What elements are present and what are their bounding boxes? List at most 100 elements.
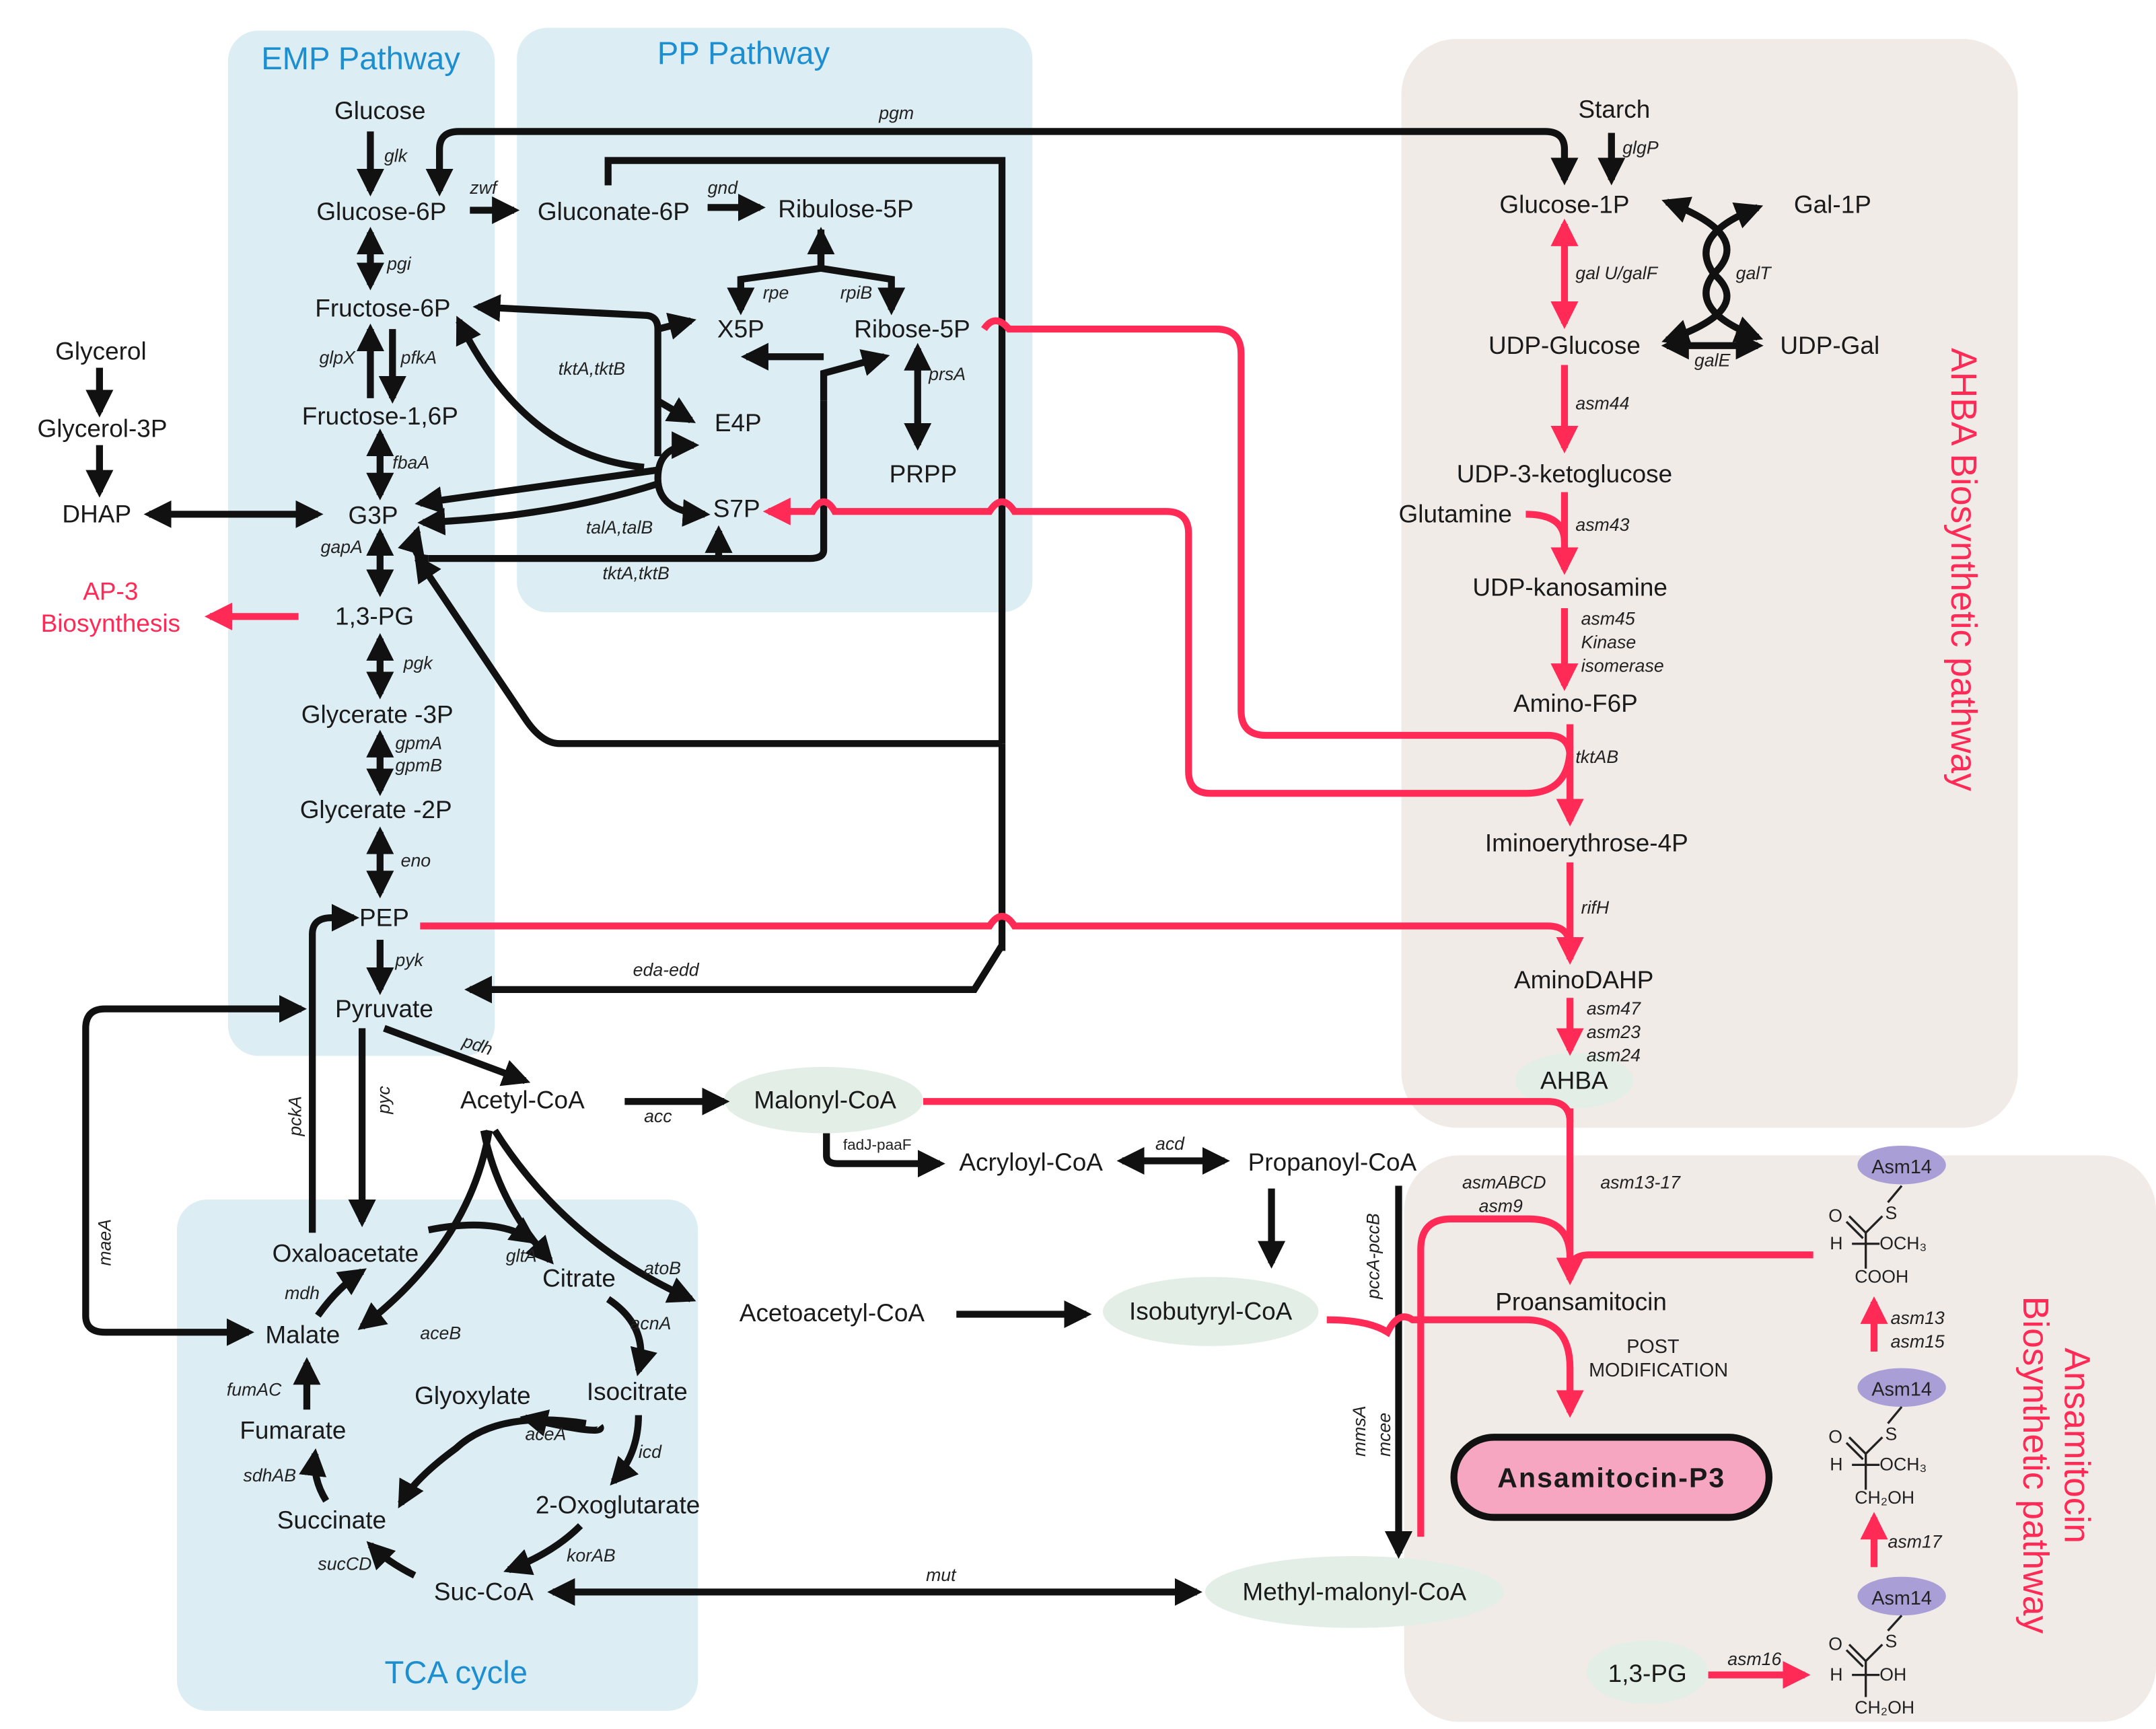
enz-galu: gal U/galF [1575, 263, 1658, 283]
edge-pgm [425, 128, 1579, 196]
edge-tal-s7p [654, 478, 711, 527]
enz-asm16: asm16 [1727, 1649, 1781, 1669]
enz-acc: acc [644, 1106, 672, 1126]
edge-acea-glyox [519, 1409, 604, 1437]
edge-ribose-red [981, 317, 1574, 758]
node-dhap: DHAP [62, 501, 131, 528]
enz-pyc: pyc [373, 1086, 394, 1115]
enz-asm24: asm24 [1587, 1045, 1641, 1066]
enz-pgi: pgi [386, 254, 412, 274]
edge-methylmalonyl-red [1417, 1215, 1574, 1537]
node-pyruvate: Pyruvate [335, 995, 433, 1023]
node-ahba: AHBA [1540, 1067, 1608, 1095]
asm14-label-3: Asm14 [1871, 1588, 1931, 1609]
node-ribulose5p: Ribulose-5P [778, 195, 913, 223]
enz-asm15: asm15 [1891, 1331, 1945, 1352]
node-glycerol3p: Glycerol-3P [37, 414, 167, 442]
struct3-oh: OH [1879, 1664, 1906, 1685]
structure-1 [1845, 1185, 1903, 1269]
edge-oxalo-citrate [427, 1217, 538, 1245]
enz-mut: mut [926, 1565, 957, 1585]
malonylcoa-pill [724, 1066, 923, 1134]
enz-gpmb: gpmB [395, 755, 442, 775]
enz-atob: atoB [644, 1258, 681, 1278]
node-gluconate6p: Gluconate-6P [538, 198, 690, 225]
node-citrate: Citrate [542, 1264, 616, 1292]
enz-pgk: pgk [403, 653, 434, 673]
edge-tkt-g3p-a [415, 466, 659, 514]
panels [176, 28, 2156, 1722]
node-succinate: Succinate [277, 1506, 386, 1534]
edge-tal-e4p [654, 431, 700, 479]
node-succoa: Suc-CoA [434, 1578, 534, 1606]
struct3-bonds [1845, 1615, 1903, 1697]
enz-mdh: mdh [285, 1283, 320, 1303]
enz-acna: acnA [631, 1313, 672, 1333]
node-aminof6p: Amino-F6P [1513, 690, 1638, 717]
edge-ribose-tkt2b [820, 349, 890, 401]
pp-title: PP Pathway [657, 36, 830, 71]
node-post-1: POST [1626, 1336, 1679, 1358]
node-iminoerythrose: Iminoerythrose-4P [1485, 829, 1688, 856]
edge-isocitrate-oxoglut [610, 1415, 643, 1486]
metabolite-pills [724, 1053, 1946, 1704]
node-acryloylcoa: Acryloyl-CoA [959, 1148, 1103, 1176]
enz-glpx: glpX [319, 347, 356, 367]
node-fructose6p: Fructose-6P [315, 295, 450, 322]
enz-asm9: asm9 [1479, 1196, 1523, 1216]
node-x5p: X5P [717, 315, 764, 342]
enz-asm13: asm13 [1891, 1308, 1945, 1328]
panel-titles: EMP Pathway PP Pathway TCA cycle AHBA Bi… [261, 36, 2096, 1691]
ansa-title-2: Biosynthetic pathway [2015, 1296, 2055, 1634]
structure-3 [1845, 1615, 1903, 1697]
edge-asm14-pro [1567, 1251, 1813, 1272]
edge-tkt-x5p [657, 312, 696, 340]
node-fructose16p: Fructose-1,6P [302, 402, 458, 430]
enz-tala: talA,talB [586, 517, 653, 538]
node-glucose1p: Glucose-1P [1499, 191, 1629, 219]
enz-succd: sucCD [318, 1553, 371, 1574]
node-udp3keto: UDP-3-ketoglucose [1457, 460, 1672, 488]
edge-malate-oxalo [315, 1268, 367, 1318]
node-acetylcoa: Acetyl-CoA [460, 1087, 585, 1114]
edge-tal-g3p [417, 480, 659, 536]
enz-pyk: pyk [394, 950, 424, 970]
enz-glk: glk [384, 146, 408, 166]
node-glucose6p: Glucose-6P [316, 198, 446, 225]
node-malate: Malate [265, 1321, 340, 1349]
edge-galt2 [1661, 203, 1764, 346]
enz-asm1317: asm13-17 [1600, 1173, 1681, 1193]
enz-eno: eno [401, 850, 431, 871]
edge-succinate-fumarate [299, 1448, 330, 1503]
struct3-h: H [1830, 1664, 1842, 1685]
edge-citrate-isocitrate [606, 1296, 657, 1376]
node-malonylcoa: Malonyl-CoA [754, 1087, 896, 1114]
enz-gapa: gapA [320, 537, 362, 557]
edge-pcka [309, 904, 359, 1233]
struct3-o: O [1828, 1634, 1842, 1654]
enz-mcee: mcee [1374, 1413, 1394, 1457]
pg13b-pill [1586, 1640, 1709, 1704]
edge-maea [82, 995, 307, 1346]
node-glutamine: Glutamine [1398, 501, 1511, 528]
black-edges [82, 128, 1764, 1606]
enz-asm44: asm44 [1575, 393, 1629, 413]
struct2-s: S [1885, 1424, 1897, 1444]
struct1-bonds [1845, 1185, 1903, 1269]
enz-icd: icd [639, 1442, 662, 1462]
enz-rpe: rpe [763, 283, 789, 303]
struct1-h: H [1830, 1233, 1842, 1253]
node-ribose5p: Ribose-5P [854, 315, 970, 342]
asm14-label-1: Asm14 [1871, 1156, 1931, 1178]
struct2-bonds [1845, 1406, 1903, 1490]
enz-fadj: fadJ-paaF [843, 1136, 912, 1153]
product-pill [1450, 1434, 1773, 1521]
enz-pgm: pgm [878, 103, 914, 123]
enz-asm45: asm45 [1581, 609, 1635, 629]
edge-eda-pyruvate [464, 943, 1005, 1004]
enz-rifh: rifH [1581, 897, 1610, 918]
node-isocitrate: Isocitrate [587, 1378, 688, 1405]
node-oxoglutarate: 2-Oxoglutarate [536, 1491, 700, 1518]
node-ap3-2: Biosynthesis [41, 610, 180, 637]
